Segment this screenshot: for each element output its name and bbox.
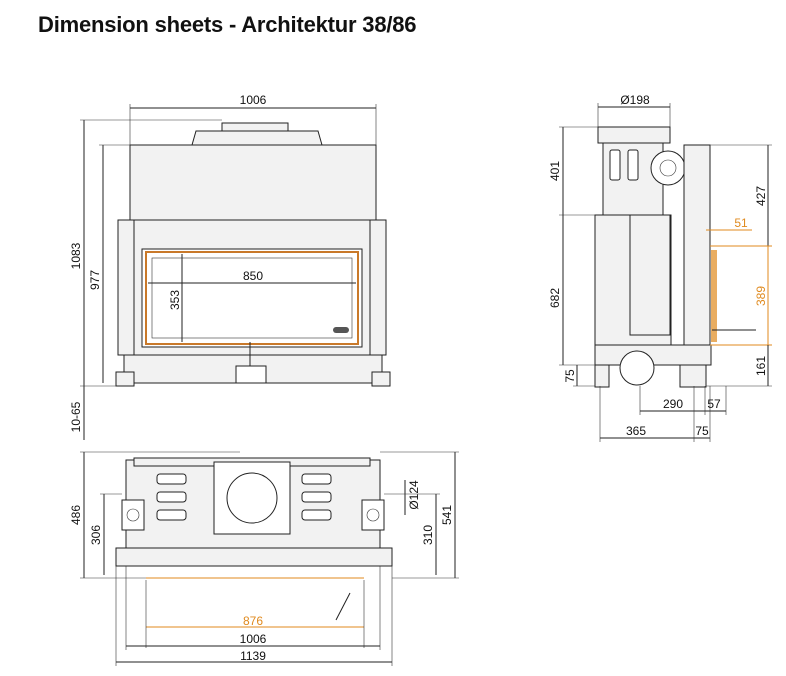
dim-front-body-height: 977 [88,270,102,290]
dim-side-small-right: 51 [734,216,748,230]
side-fan [650,150,686,186]
front-view: 1006 850 353 1083 977 10-65 [69,93,391,440]
front-left-frame [117,219,135,356]
dim-top-width-mid: 1006 [240,632,267,646]
dim-top-right-inner: 310 [421,525,435,545]
top-view: 486 306 Ø124 310 541 876 1006 1139 [69,451,459,666]
dim-top-depth-total: 486 [69,505,83,525]
front-glass [145,251,359,345]
front-flue-collar [221,122,289,132]
dim-top-right-total: 541 [440,505,454,525]
dim-side-depth-b: 57 [707,397,721,411]
dim-front-opening-width: 850 [243,269,263,283]
side-view: Ø198 401 682 75 427 51 389 161 [548,93,772,442]
side-door-column [683,144,711,361]
front-handle [333,327,349,333]
front-top-body [129,144,377,221]
dim-top-air-diameter: Ø124 [407,480,421,510]
side-flue-collar [597,126,671,144]
page-title: Dimension sheets - Architektur 38/86 [38,12,417,37]
front-flue-hood [191,130,323,146]
dim-side-base-right: 161 [754,356,768,376]
side-right-foot [679,364,707,388]
front-air-slider [235,365,267,384]
dim-side-foot-left: 75 [563,369,577,383]
front-glass-inner [151,257,353,339]
top-front-frame [115,547,393,567]
dim-front-width-top: 1006 [240,93,267,107]
dim-side-lower-left: 682 [548,288,562,308]
top-handle [335,592,351,621]
side-glass [711,250,717,342]
top-left-air-connector [121,499,145,531]
dim-side-depth-c: 365 [626,424,646,438]
dim-top-width-total: 1139 [240,649,266,663]
dim-side-upper-right: 427 [754,186,768,206]
dim-front-feet: 10-65 [69,401,83,432]
dim-side-top-section: 401 [548,161,562,181]
top-flue-opening [226,472,278,524]
dim-side-flue: Ø198 [620,93,650,107]
dim-side-depth-d: 75 [695,424,709,438]
dim-top-glass-width: 876 [243,614,263,628]
dim-front-total-height: 1083 [69,242,83,269]
front-firebox [141,248,363,348]
top-right-air-connector [361,499,385,531]
side-air-inlet [619,350,655,386]
front-right-foot [371,371,391,387]
side-left-foot [594,364,610,388]
front-left-foot [115,371,135,387]
dim-top-depth-inner: 306 [89,525,103,545]
front-right-frame [369,219,387,356]
dim-side-glass-height: 389 [754,286,768,306]
dim-front-opening-height: 353 [168,290,182,310]
dim-side-depth-a: 290 [663,397,683,411]
